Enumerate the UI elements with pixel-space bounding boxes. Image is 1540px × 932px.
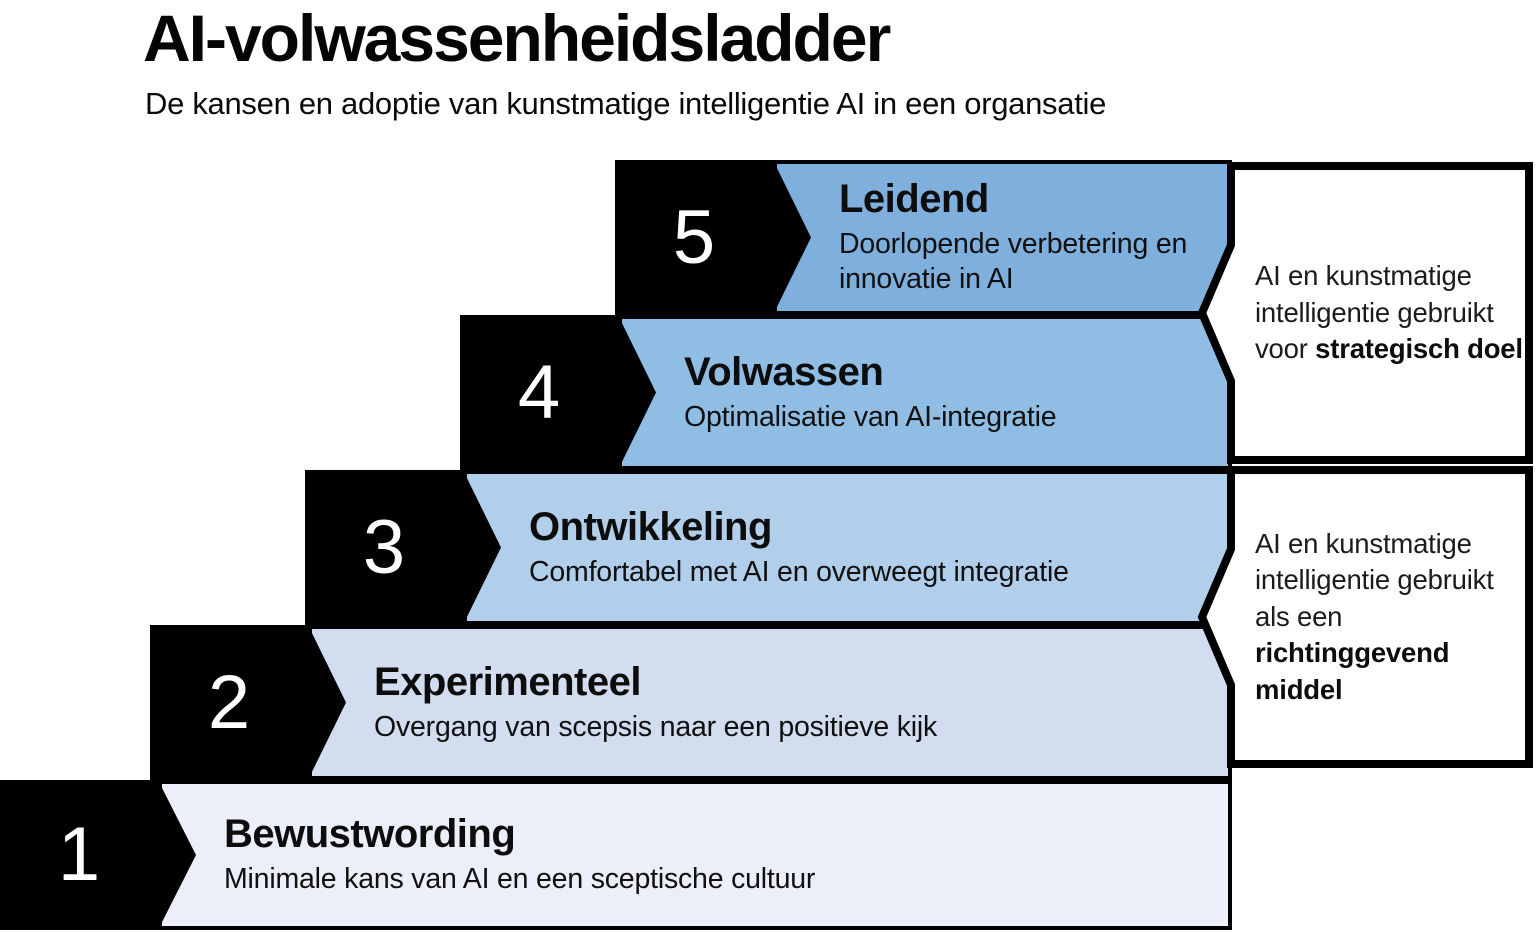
step-4-bar: Volwassen Optimalisatie van AI-integrati… — [618, 315, 1232, 470]
step-1-description: Minimale kans van AI en een sceptische c… — [224, 863, 816, 896]
step-1-bar: Bewustwording Minimale kans van AI en ee… — [158, 780, 1232, 930]
callout-guiding-tool-text: AI en kunstmatige intelligentie gebruikt… — [1255, 527, 1494, 705]
page-title: AI-volwassenheidsladder — [143, 1, 891, 75]
step-2-title: Experimenteel — [374, 659, 641, 704]
step-3-number: 3 — [362, 504, 406, 590]
callout-box-outline — [1197, 466, 1533, 768]
step-2-description: Overgang van scepsis naar een positieve … — [374, 710, 938, 743]
ladder-step-1: Bewustwording Minimale kans van AI en ee… — [0, 780, 1232, 930]
step-1-number-arrow: 1 — [0, 780, 196, 930]
step-3-bar: Ontwikkeling Comfortabel met AI en overw… — [463, 470, 1232, 625]
ladder-step-5: Leidend Doorlopende verbetering en innov… — [615, 160, 1232, 315]
callout-strategic-goal-text: AI en kunstmatige intelligentie gebruikt… — [1255, 260, 1523, 365]
step-4-number-arrow: 4 — [460, 315, 656, 470]
step-3-number-arrow: 3 — [305, 470, 501, 625]
step-1-number: 1 — [57, 812, 101, 897]
step-5-description: Doorlopende verbetering en innovatie in … — [839, 228, 1188, 295]
step-2-bar: Experimenteel Overgang van scepsis naar … — [308, 625, 1232, 780]
step-5-title: Leidend — [839, 177, 989, 222]
step-5-number-arrow: 5 — [615, 160, 811, 315]
step-2-number: 2 — [207, 659, 251, 745]
step-5-bar: Leidend Doorlopende verbetering en innov… — [773, 160, 1232, 315]
step-4-number: 4 — [517, 349, 561, 435]
callout-guiding-tool: AI en kunstmatige intelligentie gebruikt… — [1195, 466, 1535, 768]
step-2-number-arrow: 2 — [150, 625, 346, 780]
ladder-step-2: Experimenteel Overgang van scepsis naar … — [150, 625, 1232, 780]
ladder-step-4: Volwassen Optimalisatie van AI-integrati… — [460, 315, 1232, 470]
page-subtitle: De kansen en adoptie van kunstmatige int… — [145, 86, 1107, 121]
step-3-title: Ontwikkeling — [529, 504, 772, 549]
step-5-number: 5 — [672, 194, 716, 280]
step-1-title: Bewustwording — [224, 812, 516, 857]
step-4-title: Volwassen — [684, 349, 884, 394]
callout-strategic-goal: AI en kunstmatige intelligentie gebruikt… — [1195, 162, 1535, 464]
step-3-description: Comfortabel met AI en overweegt integrat… — [529, 555, 1069, 588]
step-4-description: Optimalisatie van AI-integratie — [684, 400, 1057, 433]
ladder-step-3: Ontwikkeling Comfortabel met AI en overw… — [305, 470, 1232, 625]
callout-box-outline — [1197, 162, 1533, 464]
